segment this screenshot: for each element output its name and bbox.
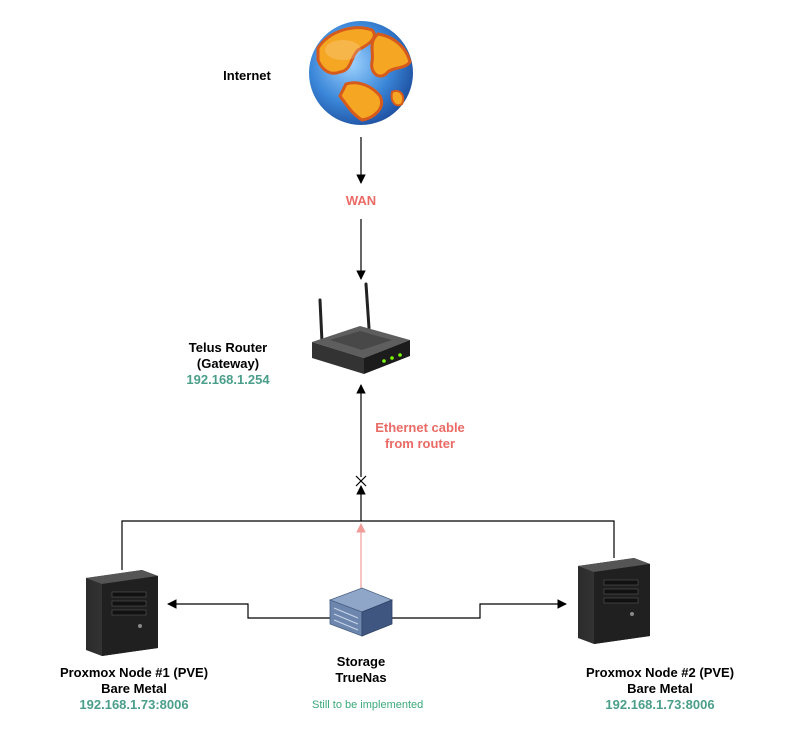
edge-node-bus [121, 520, 615, 570]
cable-label: Ethernet cable from router [362, 420, 478, 452]
router-ip: 192.168.1.254 [186, 372, 270, 387]
storage-note: Still to be implemented [312, 699, 424, 711]
node2-label-line2: Bare Metal [627, 681, 693, 696]
router-label-line1: Telus Router [188, 340, 268, 355]
node2-label-line1: Proxmox Node #2 (PVE) [585, 665, 735, 680]
storage-array-icon [328, 587, 394, 637]
edge-storage-node1 [167, 599, 330, 619]
cable-label-line1: Ethernet cable [375, 420, 465, 435]
edge-storage-node2 [392, 599, 567, 619]
node1-label-line2: Bare Metal [101, 681, 167, 696]
globe-icon [309, 21, 413, 125]
router-label-line2: (Gateway) [196, 356, 260, 371]
node1-ip: 192.168.1.73:8006 [79, 697, 189, 712]
node2-label: Proxmox Node #2 (PVE) Bare Metal 192.168… [562, 665, 758, 713]
server-tower-icon [578, 558, 650, 644]
node2-ip: 192.168.1.73:8006 [605, 697, 715, 712]
wireless-router-icon [312, 282, 410, 374]
node1-label-line1: Proxmox Node #1 (PVE) [59, 665, 209, 680]
storage-label: Storage TrueNas [306, 654, 416, 686]
node1-label: Proxmox Node #1 (PVE) Bare Metal 192.168… [36, 665, 232, 713]
internet-label: Internet [223, 68, 271, 83]
wan-label: WAN [345, 193, 377, 208]
cable-label-line2: from router [384, 436, 456, 451]
storage-label-line2: TrueNas [335, 670, 387, 685]
router-label: Telus Router (Gateway) 192.168.1.254 [168, 340, 288, 388]
storage-label-line1: Storage [336, 654, 386, 669]
server-tower-icon [86, 570, 158, 656]
